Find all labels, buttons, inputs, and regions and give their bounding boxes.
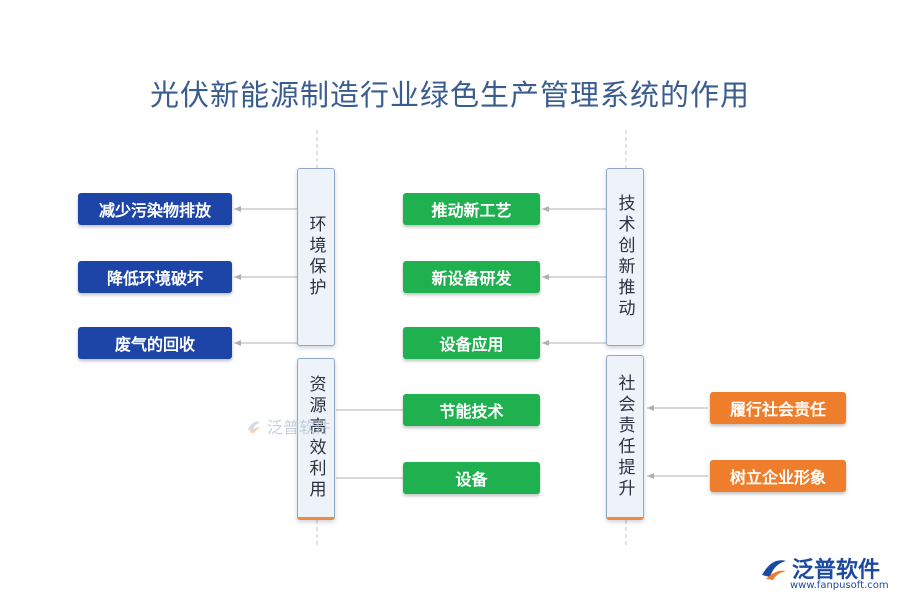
category-env: 环境保护 — [297, 168, 335, 346]
env-item-3: 废气的回收 — [78, 327, 232, 359]
brand-url: www.fanpusoft.com — [790, 580, 889, 591]
diagram-title: 光伏新能源制造行业绿色生产管理系统的作用 — [149, 78, 750, 112]
fanpu-logo-icon — [247, 421, 261, 434]
category-res: 资源高效利用 — [297, 358, 335, 520]
env-item-1: 减少污染物排放 — [78, 193, 232, 225]
fanpu-brand-icon — [762, 560, 786, 580]
social-item-2: 树立企业形象 — [710, 460, 846, 492]
brand-name: 泛普软件 — [792, 558, 881, 583]
tech-item-1: 推动新工艺 — [403, 193, 540, 225]
brand-logo: 泛普软件 www.fanpusoft.com — [760, 552, 889, 591]
social-item-1: 履行社会责任 — [710, 392, 846, 424]
category-social: 社会责任提升 — [606, 355, 644, 520]
category-tech: 技术创新推动 — [606, 168, 644, 346]
tech-item-2: 新设备研发 — [403, 261, 540, 293]
env-item-2: 降低环境破坏 — [78, 261, 232, 293]
watermark: 泛普软件 — [245, 414, 331, 438]
watermark-text: 泛普软件 — [267, 418, 332, 437]
res-item-2: 设备 — [403, 462, 540, 494]
res-item-1: 节能技术 — [403, 394, 540, 426]
tech-item-3: 设备应用 — [403, 327, 540, 359]
